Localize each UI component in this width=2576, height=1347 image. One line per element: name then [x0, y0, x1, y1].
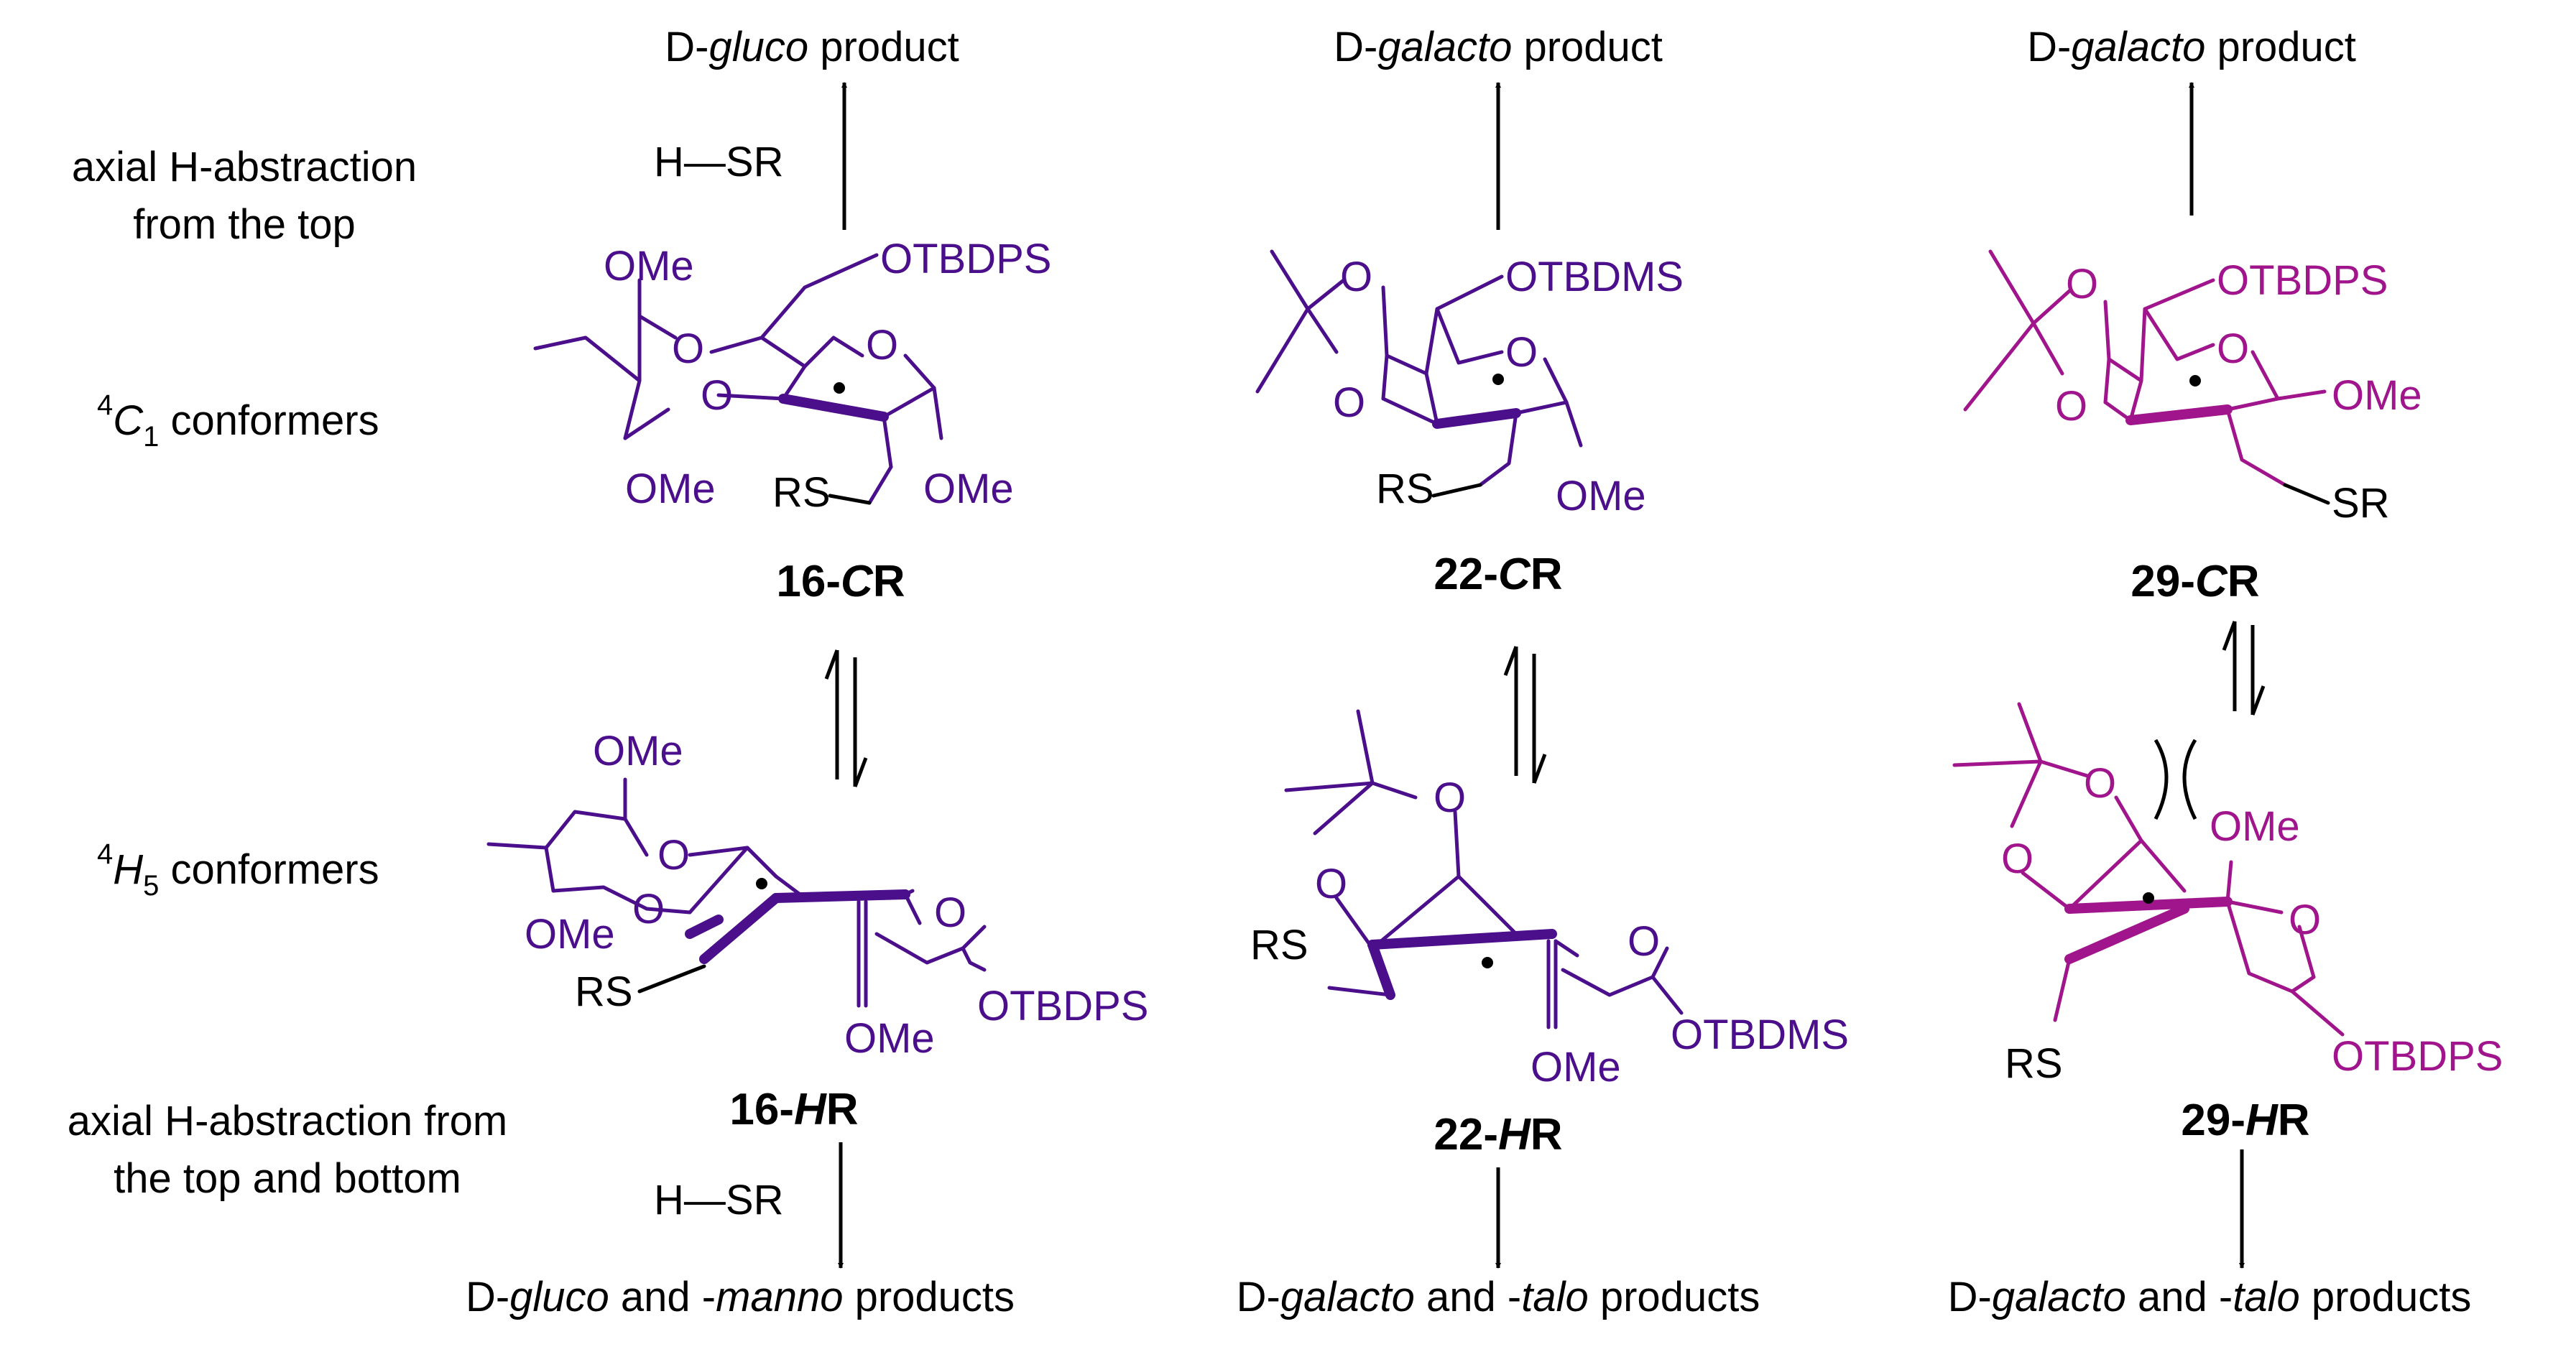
top-product-col2: D-galacto product	[1334, 24, 1663, 70]
o-16hr-2: O	[632, 886, 665, 932]
o-22hr-1: O	[1434, 774, 1466, 821]
rs-16hr: RS	[575, 968, 633, 1015]
compound-label-16-HR: 16-HR	[729, 1085, 858, 1134]
silyl-29hr: OTBDPS	[2332, 1033, 2503, 1080]
molecule-22-HR	[1284, 709, 1684, 1029]
ome-29cr: OMe	[2332, 372, 2422, 419]
o-29cr-2: O	[2055, 383, 2087, 430]
silyl-22hr: OTBDMS	[1671, 1012, 1849, 1058]
rs-16cr: RS	[772, 469, 831, 516]
steric-clash-marks	[2153, 739, 2197, 820]
ring-o-22hr: O	[1628, 918, 1660, 965]
ome-16cr-bottom: OMe	[625, 466, 716, 512]
sr-29cr: SR	[2332, 480, 2390, 527]
top-abstraction-label-line2: from the top	[133, 201, 355, 248]
molecule-22-CR	[1255, 249, 1583, 487]
ome-16cr-anomeric: OMe	[923, 466, 1014, 512]
silyl-22cr: OTBDMS	[1505, 254, 1684, 300]
o-16cr-1: O	[672, 325, 704, 372]
molecule-16-CR	[533, 253, 943, 505]
molecule-29-CR	[1963, 249, 2327, 487]
o-29hr-2: O	[2001, 835, 2033, 882]
ring-o-16hr: O	[934, 889, 966, 936]
ring-o-29hr: O	[2289, 897, 2321, 943]
radical-dot-22-HR	[1482, 957, 1493, 968]
radical-dot-29-HR	[2143, 892, 2154, 904]
ring-o-29cr: O	[2217, 325, 2249, 372]
compound-label-29-HR: 29-HR	[2181, 1096, 2309, 1145]
o-22hr-2: O	[1315, 861, 1347, 907]
molecule-16-HR	[486, 777, 987, 1008]
h5-conformers-label: 4H5 conformers	[97, 838, 379, 902]
bottom-product-col3: D-galacto and -talo products	[1948, 1274, 2472, 1320]
radical-dot-16-CR	[834, 382, 845, 394]
ome-16cr-top: OMe	[604, 243, 694, 290]
compound-label-29-CR: 29-CR	[2130, 557, 2259, 606]
ome-22hr: OMe	[1531, 1044, 1621, 1091]
h-sr-reagent-bottom: H—SR	[654, 1177, 783, 1223]
ome-16hr-top: OMe	[593, 728, 683, 774]
radical-dot-22-CR	[1492, 374, 1504, 385]
equilibrium-arrows-col2	[1503, 646, 1547, 784]
bottom-product-col1: D-gluco and -manno products	[466, 1274, 1015, 1320]
rs-22hr: RS	[1250, 922, 1308, 968]
o-22cr-1: O	[1340, 254, 1372, 300]
top-product-col3: D-galacto product	[2027, 24, 2356, 70]
compound-label-16-CR: 16-CR	[776, 557, 905, 606]
ome-16hr-mid: OMe	[525, 911, 615, 958]
bottom-abstraction-label-line2: the top and bottom	[114, 1155, 461, 1202]
ring-o-22cr: O	[1505, 329, 1538, 376]
radical-dot-29-CR	[2189, 375, 2201, 386]
o-16cr-2: O	[701, 372, 733, 419]
o-29cr-1: O	[2066, 261, 2098, 307]
equilibrium-arrows-col1	[824, 649, 868, 787]
top-abstraction-label-line1: axial H-abstraction	[72, 144, 417, 190]
top-product-col1: D-gluco product	[665, 24, 959, 70]
o-29hr-1: O	[2084, 760, 2116, 807]
h-sr-reagent-top: H—SR	[654, 139, 783, 185]
ome-22cr: OMe	[1556, 473, 1646, 519]
silyl-29cr: OTBDPS	[2217, 257, 2388, 304]
bottom-abstraction-label-line1: axial H-abstraction from	[68, 1098, 507, 1144]
ring-o-16cr: O	[866, 322, 898, 369]
silyl-16cr: OTBDPS	[880, 236, 1052, 282]
equilibrium-arrows-col3	[2222, 621, 2266, 716]
compound-label-22-HR: 22-HR	[1434, 1110, 1562, 1159]
bottom-product-col2: D-galacto and -talo products	[1237, 1274, 1760, 1320]
compound-label-22-CR: 22-CR	[1434, 550, 1562, 599]
c1-conformers-label: 4C1 conformers	[97, 389, 379, 453]
rs-22cr: RS	[1376, 466, 1434, 512]
rs-29hr: RS	[2005, 1040, 2063, 1087]
o-22cr-2: O	[1333, 379, 1365, 426]
ome-16hr-bottom: OMe	[844, 1015, 935, 1062]
molecule-29-HR	[1952, 702, 2345, 1037]
o-16hr-1: O	[657, 832, 690, 879]
ome-29hr: OMe	[2210, 803, 2300, 850]
silyl-16hr: OTBDPS	[977, 983, 1149, 1029]
radical-dot-16-HR	[756, 878, 767, 889]
